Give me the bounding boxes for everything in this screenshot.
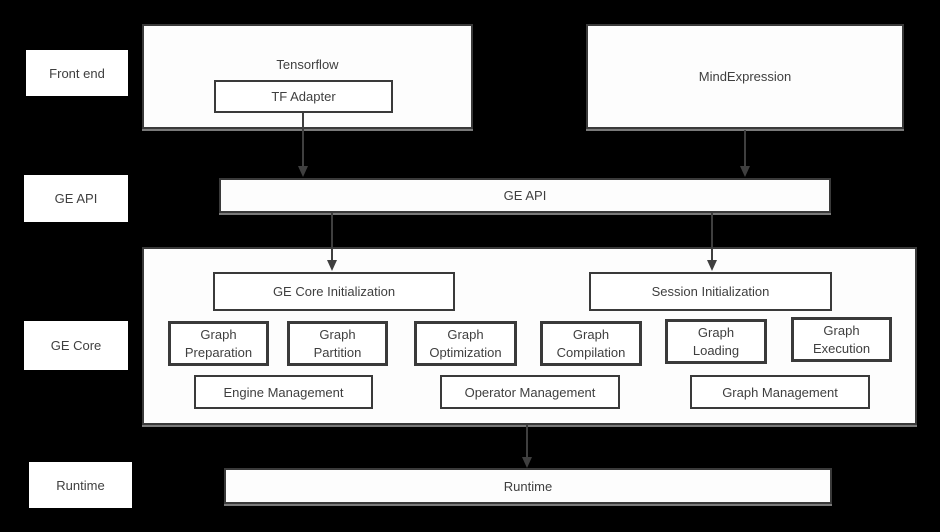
arrow-ge-api-to-session-init-icon [707,213,717,271]
arrow-shaft [526,425,528,458]
graph-partition-line2: Partition [313,344,362,360]
side-label-front-end: Front end [26,50,128,96]
engine-management-box: Engine Management [194,375,373,409]
side-label-runtime: Runtime [29,462,132,508]
arrow-ge-api-to-ge-core-init-icon [327,213,337,271]
graph-compilation-line2: Compilation [556,344,626,360]
arrow-ge-core-to-runtime-icon [522,425,532,468]
graph-preparation-box: Graph Preparation [168,321,269,366]
ge-core-initialization-box: GE Core Initialization [213,272,455,311]
graph-loading-line1: Graph [697,324,735,340]
arrow-head-icon [327,260,337,271]
operator-management-box: Operator Management [440,375,620,409]
graph-preparation-line1: Graph [200,326,237,342]
graph-partition-line1: Graph [319,326,356,342]
ge-core-box: GE Core Initialization Session Initializ… [142,247,917,425]
graph-execution-box: Graph Execution [791,317,892,362]
runtime-bar: Runtime [224,468,832,504]
arrow-tf-adapter-to-ge-api-icon [298,113,308,177]
arrow-head-icon [707,260,717,271]
arrow-head-icon [522,457,532,468]
arrow-shaft [302,113,304,167]
arrow-mindexpression-to-ge-api-icon [740,130,750,177]
graph-optimization-box: Graph Optimization [414,321,517,366]
graph-management-box: Graph Management [690,375,870,409]
graph-partition-box: Graph Partition [287,321,388,366]
arrow-shaft [711,213,713,261]
arrow-head-icon [298,166,308,177]
tensorflow-title: Tensorflow [276,57,339,72]
graph-loading-line2: Loading [692,342,740,358]
graph-execution-line2: Execution [812,340,871,356]
mindexpression-box: MindExpression [586,24,904,129]
graph-preparation-line2: Preparation [184,344,253,360]
side-label-ge-core: GE Core [24,321,128,370]
ge-api-bar: GE API [219,178,831,213]
session-initialization-box: Session Initialization [589,272,832,311]
arrow-shaft [331,213,333,261]
tensorflow-box: Tensorflow TF Adapter [142,24,473,129]
arrow-shaft [744,130,746,167]
graph-loading-box: Graph Loading [665,319,767,364]
graph-optimization-line1: Graph [447,326,484,342]
graph-compilation-box: Graph Compilation [540,321,642,366]
arrow-head-icon [740,166,750,177]
graph-execution-line1: Graph [823,322,860,338]
tf-adapter-box: TF Adapter [214,80,393,113]
graph-compilation-line1: Graph [572,326,610,342]
side-label-ge-api: GE API [24,175,128,222]
graph-optimization-line2: Optimization [429,344,502,360]
